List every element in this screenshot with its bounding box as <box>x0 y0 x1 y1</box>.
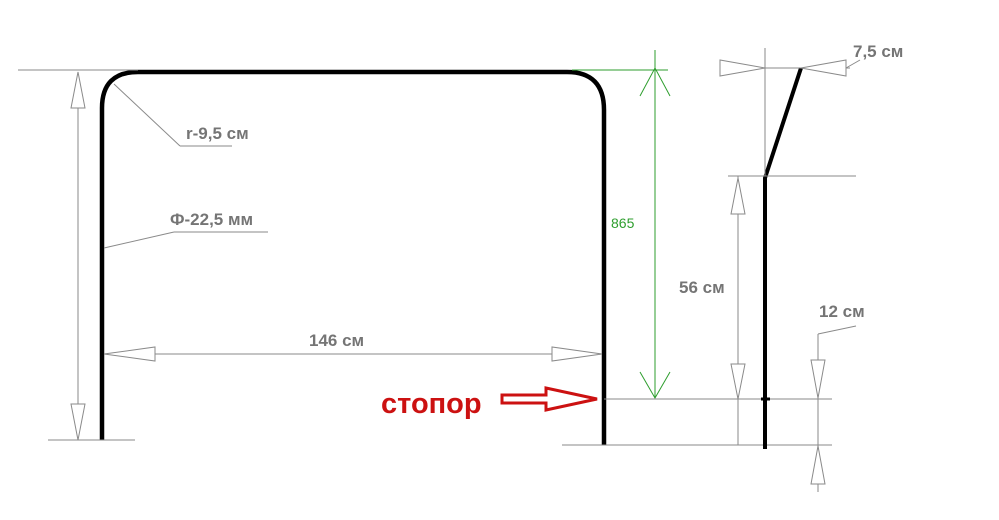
left-height-dimension <box>18 69 138 441</box>
stopper-label: стопор <box>381 388 482 420</box>
upper-height-dimension <box>728 175 856 445</box>
diameter-label: Ф-22,5 мм <box>170 210 253 229</box>
stopper-level-line <box>562 398 832 446</box>
upper-height-label: 56 см <box>679 278 725 297</box>
offset-label: 7,5 см <box>853 42 903 61</box>
arch-frame <box>99 69 607 445</box>
stopper-arrow <box>500 386 598 412</box>
lower-height-label: 12 см <box>819 302 865 321</box>
radius-callout <box>113 83 232 147</box>
radius-label: r-9,5 см <box>186 124 249 143</box>
green-height-dimension <box>572 50 671 400</box>
side-view-post <box>763 67 803 449</box>
width-dimension <box>103 346 603 362</box>
offset-dimension <box>719 48 861 176</box>
diameter-callout <box>103 231 268 249</box>
green-height-label: 865 <box>611 215 635 231</box>
lower-height-dimension <box>810 325 857 492</box>
width-label: 146 см <box>309 331 364 350</box>
